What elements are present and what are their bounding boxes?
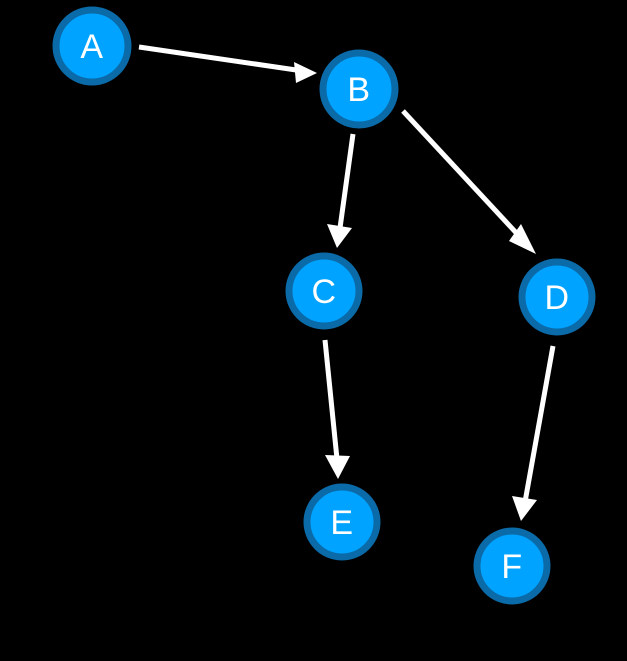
graph-node-a[interactable]: A (52, 6, 132, 86)
edge-d-to-f[interactable] (512, 345, 556, 521)
edge-b-to-c[interactable] (327, 133, 356, 248)
graph-node-b[interactable]: B (319, 49, 399, 129)
node-a-label: A (80, 28, 103, 66)
arrow-head-d-f (512, 496, 537, 521)
node-b-fill (323, 53, 395, 125)
node-c-ring (285, 252, 363, 330)
arrow-head-b-d (509, 224, 536, 254)
arrow-head-b-c (327, 224, 352, 248)
node-b-ring (319, 49, 399, 129)
edge-line-d-f (522, 345, 556, 503)
node-f-ring (473, 527, 551, 605)
edge-a-to-b[interactable] (138, 44, 317, 83)
node-f-fill (477, 531, 547, 601)
edge-c-to-e[interactable] (322, 339, 350, 479)
node-d-fill (522, 262, 592, 332)
edge-b-to-d[interactable] (401, 109, 536, 254)
node-f-label: F (501, 548, 522, 586)
node-e-fill (307, 487, 377, 557)
edge-line-c-e (322, 339, 340, 460)
edge-line-b-c (337, 133, 356, 229)
node-e-label: E (330, 504, 353, 542)
node-layer: A B C D E (52, 6, 596, 605)
node-e-ring (303, 483, 381, 561)
node-c-label: C (311, 273, 336, 311)
node-c-fill (289, 256, 359, 326)
edge-line-a-b (138, 44, 304, 74)
node-d-label: D (544, 279, 569, 317)
graph-node-f[interactable]: F (473, 527, 551, 605)
arrow-head-a-b (294, 62, 317, 83)
edge-layer (138, 44, 556, 521)
node-a-fill (56, 10, 128, 82)
node-b-label: B (347, 71, 370, 109)
node-a-ring (52, 6, 132, 86)
arrow-head-c-e (325, 455, 350, 479)
graph-node-c[interactable]: C (285, 252, 363, 330)
graph-node-e[interactable]: E (303, 483, 381, 561)
graph-node-d[interactable]: D (518, 258, 596, 336)
node-d-ring (518, 258, 596, 336)
edge-line-b-d (401, 109, 523, 240)
